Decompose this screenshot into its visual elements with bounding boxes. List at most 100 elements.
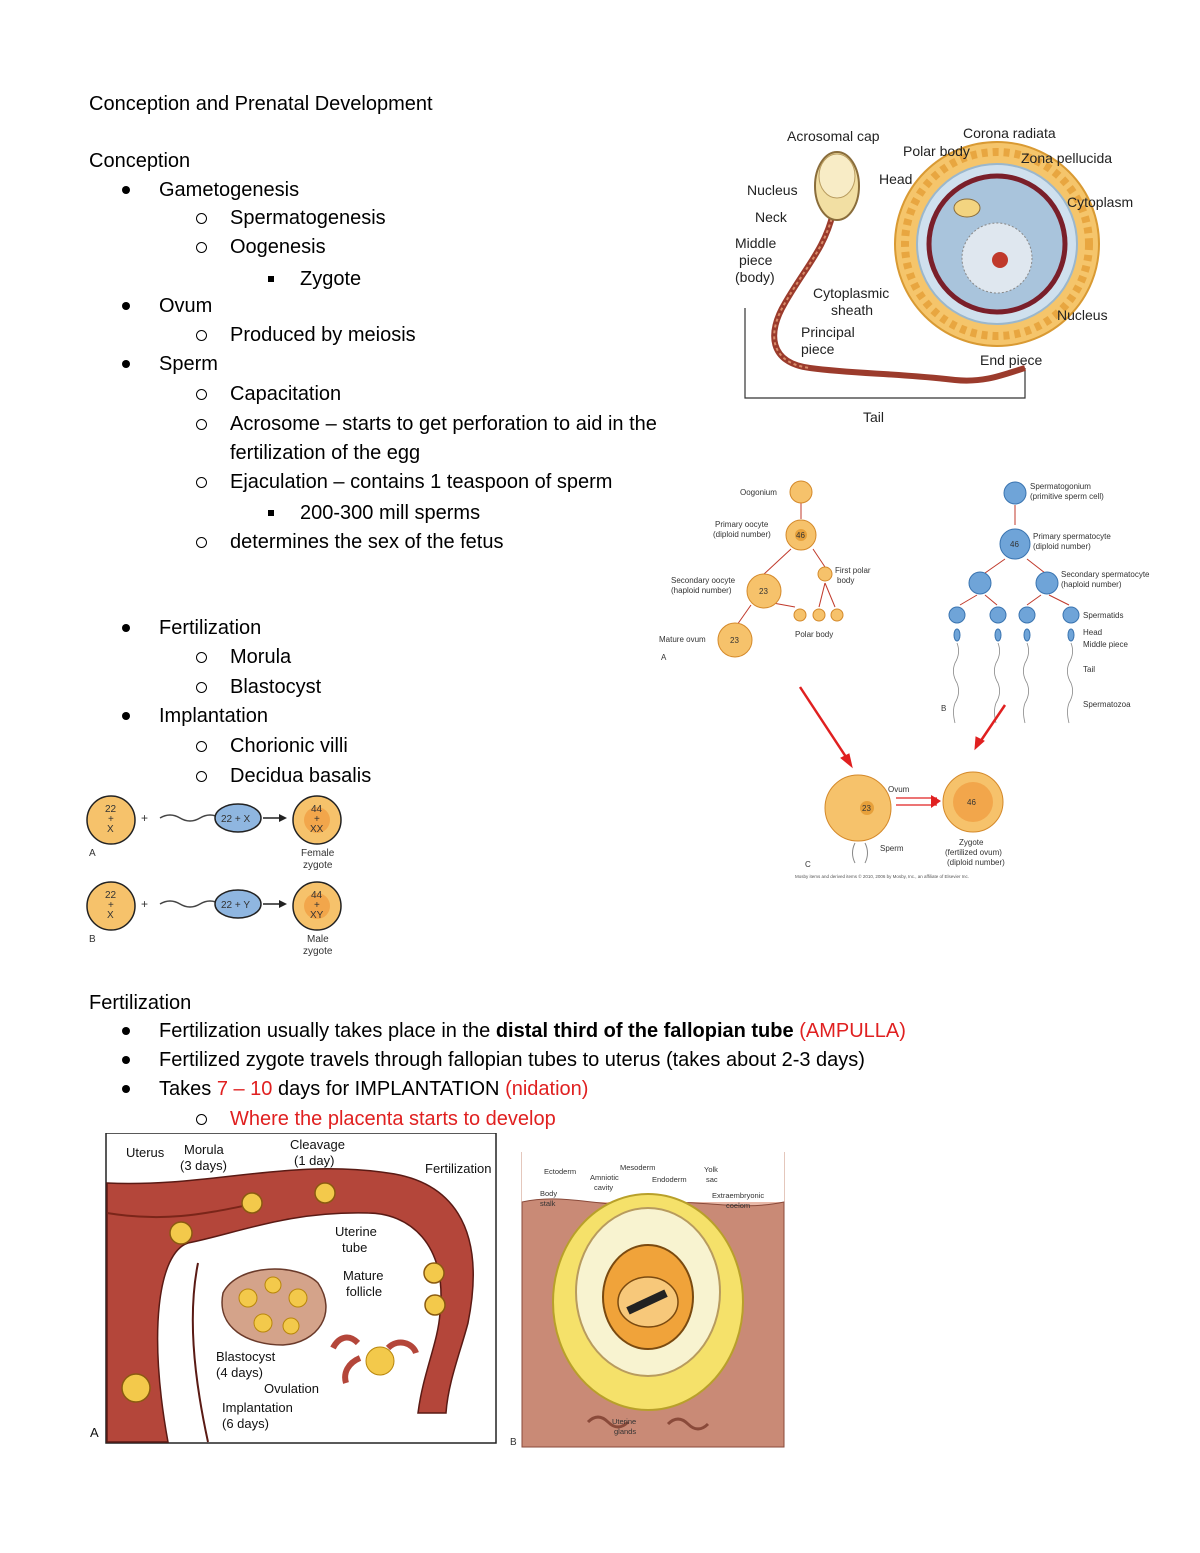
sub-bullet [196,682,207,693]
a-zygote-plus: + [314,814,320,825]
label-uterus: Uterus [126,1145,165,1160]
b-zygote-xy: XY [310,910,324,921]
b-caption-2: zygote [303,946,333,957]
label-ovum-nucleus: Nucleus [1057,307,1108,323]
label-yolk-2: sac [706,1175,718,1184]
label-corona-radiata: Corona radiata [963,125,1056,141]
label-zygote: Zygote [959,838,984,847]
label-secondary-spermatocyte: Secondary spermatocyte [1061,570,1150,579]
list-item-continued: fertilization of the egg [230,442,421,464]
label-primary-spermatocyte-2: (diploid number) [1033,542,1091,551]
text-run: Takes [159,1078,217,1100]
label-head: Head [1083,628,1102,637]
list-item: Capacitation [230,383,342,405]
b-egg-plus: + [108,900,114,911]
label-morula: Morula [184,1142,225,1157]
list-item: Chorionic villi [230,735,348,757]
label-sheath: sheath [831,302,873,318]
label-tail: Tail [863,409,884,425]
text-run-red: (AMPULLA) [799,1020,906,1042]
text-run: Fertilization usually takes place in the [159,1020,496,1042]
list-item: Implantation [159,705,268,727]
a-zygote-44: 44 [311,804,323,815]
label-a: A [661,653,667,662]
tail-bracket [744,308,1026,399]
ovum-nucleus [992,252,1008,268]
label-ectoderm: Ectoderm [544,1167,576,1176]
a-sperm-label: 22 + X [221,814,251,825]
label-principal: Principal [801,324,855,340]
label-secondary-oocyte-2: (haploid number) [671,586,732,595]
label-first-polar: First polar [835,566,871,575]
label-secondary-oocyte: Secondary oocyte [671,576,736,585]
sub-bullet [196,389,207,400]
bullet [122,1056,130,1064]
a-egg-plus: + [108,814,114,825]
conception-heading: Conception [89,150,191,172]
bullet [122,302,130,310]
bullet [122,360,130,368]
uterine-wall [106,1168,474,1443]
b-label: B [89,934,96,945]
sub-bullet [196,771,207,782]
gametogenesis-figure: 46 23 23 Oogonium Primary oocyte (diploi… [659,480,1150,879]
label-piece: piece [739,252,773,268]
label-primary-spermatocyte: Primary spermatocyte [1033,532,1111,541]
label-implantation: Implantation [222,1400,293,1415]
polar-body [953,198,981,218]
sub-sub-bullet [268,510,274,516]
label-cleavage: Cleavage [290,1137,345,1152]
a-zygote-xx: XX [310,824,324,835]
sex-determination-figure: 22 + X + 22 + X 44 + XX A Female zygote … [86,795,342,957]
label-polar-body: Polar body [903,143,970,159]
label-fertilization: Fertilization [425,1161,491,1176]
label-tail: Tail [1083,665,1095,674]
b-zygote-44: 44 [311,890,323,901]
label-yolk: Yolk [704,1165,718,1174]
sub-sub-bullet [268,276,274,282]
sub-bullet [196,419,207,430]
a-caption-2: zygote [303,860,333,871]
label-oogonium: Oogonium [740,488,777,497]
bullet [122,186,130,194]
a-plus-sign: + [141,811,148,825]
text-run-bold: distal third of the fallopian tube [495,1020,794,1042]
label-zygote-2: (fertilized ovum) [945,848,1002,857]
label-spermatogonium: Spermatogonium [1030,482,1091,491]
list-item: Ejaculation – contains 1 teaspoon of spe… [230,471,613,493]
list-item: Oogenesis [230,236,326,258]
list-item: Blastocyst [230,676,322,698]
a-caption: Female [301,848,335,859]
list-item: Fertilization [159,617,262,639]
sub-bullet [196,741,207,752]
sub-bullet [196,330,207,341]
label-uterine-glands-2: glands [614,1427,636,1436]
sperm-ovum-figure: Acrosomal cap Nucleus Head Neck Middle p… [735,125,1133,425]
label-body: Body [540,1189,557,1198]
text-run: days for IMPLANTATION [272,1078,506,1100]
label-zygote-3: (diploid number) [947,858,1005,867]
primary-oocyte-number: 46 [796,531,805,540]
label-acrosomal-cap: Acrosomal cap [787,128,880,144]
label-middle-piece: Middle piece [1083,640,1128,649]
label-uterine-tube: Uterine [335,1224,377,1239]
list-item: Fertilization usually takes place in the… [159,1017,906,1046]
label-c: C [805,860,811,869]
label-ovulation: Ovulation [264,1381,319,1396]
label-sperm: Sperm [880,844,904,853]
b-caption: Male [307,934,329,945]
b-zygote-plus: + [314,900,320,911]
label-morula-2: (3 days) [180,1158,227,1173]
label-head: Head [879,171,912,187]
sub-bullet [196,213,207,224]
list-item: 200-300 mill sperms [300,502,481,524]
label-spermatogonium-2: (primitive sperm cell) [1030,492,1104,501]
sperm-tail [771,212,1026,384]
secondary-oocyte-number: 23 [759,587,768,596]
sub-bullet [196,1114,207,1125]
label-a: A [90,1425,99,1440]
label-body: (body) [735,269,775,285]
bullet [122,1085,130,1093]
list-item: Acrosome – starts to get perforation to … [230,413,657,435]
b-egg-x: X [107,910,114,921]
